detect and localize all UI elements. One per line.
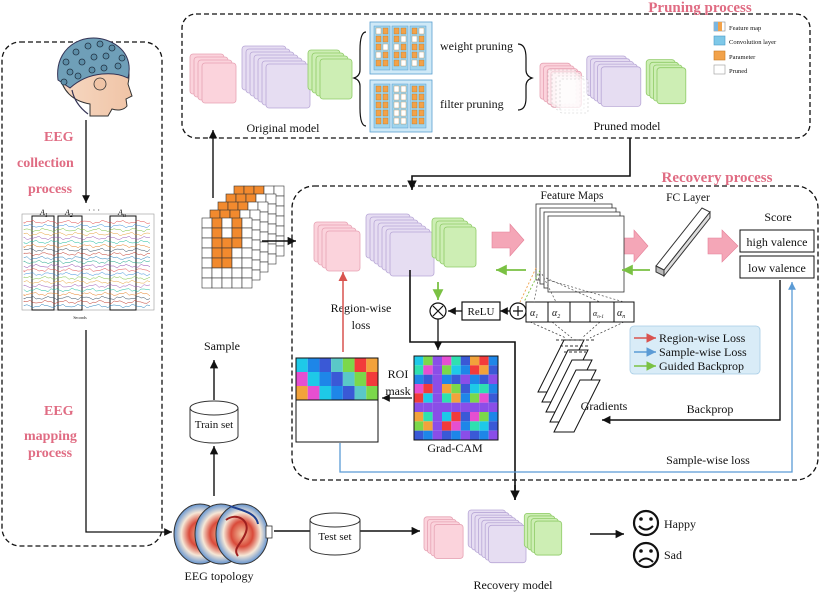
- low-valence-box: [739, 255, 815, 279]
- recovery-title: Recovery process: [662, 170, 773, 186]
- mapping-text-1: EEG: [44, 404, 74, 419]
- multiply-icon: [432, 305, 444, 317]
- feature-maps-label: Feature Maps: [541, 190, 604, 202]
- score-label: Score: [764, 210, 791, 224]
- gradients-stack: [537, 339, 601, 433]
- pink-arrow-1: [491, 223, 525, 257]
- sad-label: Sad: [664, 548, 682, 562]
- pruned-model-stack: [539, 55, 687, 114]
- recovery-inner-stack: [313, 213, 477, 277]
- collection-text-3: process: [28, 182, 73, 197]
- left-panel-frame: [1, 41, 163, 547]
- legend-pruned: Pruned: [729, 68, 748, 75]
- filter-pruning-box: [369, 79, 433, 133]
- weight-pruning-box: [369, 21, 433, 75]
- recovery-model-label: Recovery model: [474, 578, 554, 592]
- segment-an: An: [117, 208, 126, 219]
- region-loss-label-1: Region-wise: [331, 301, 392, 315]
- low-valence-label: low valence: [748, 261, 806, 275]
- main-flow-line: [409, 270, 516, 500]
- train-set-label: Train set: [195, 419, 233, 431]
- arrow-pruning-to-recovery: [407, 138, 631, 190]
- roi-label-1: ROI: [388, 367, 409, 381]
- alpha-to-gradient-dashed: [529, 321, 625, 339]
- xaxis-label: Seconds: [73, 315, 87, 320]
- high-valence-box: [739, 229, 815, 253]
- alpha-n-1: αn-1: [593, 309, 604, 320]
- train-set-cylinder: [189, 400, 239, 444]
- legend-region-loss: Region-wise Loss: [659, 331, 746, 345]
- fc-layer-bar: [655, 207, 711, 278]
- sample-wise-loss-arrow: [339, 282, 796, 473]
- loss-legend: Region-wise Loss Sample-wise Loss Guided…: [629, 325, 761, 375]
- original-model-label: Original model: [247, 121, 321, 135]
- pruning-panel-frame: [181, 13, 811, 139]
- original-model-stack: [189, 45, 353, 109]
- segment-a1: A1: [39, 208, 48, 219]
- pruning-legend: Feature map Convolution layer Parameter …: [713, 21, 777, 75]
- collection-text-2: collection: [17, 156, 74, 171]
- eeg-signal-plot: A1 A2 · · · An Seconds: [21, 206, 155, 320]
- pruned-model-label: Pruned model: [594, 119, 662, 133]
- sad-face-icon: [632, 541, 660, 569]
- feature-maps-stack: [535, 203, 625, 293]
- alpha-n: αn: [617, 308, 625, 320]
- recovery-panel-frame: [291, 185, 819, 481]
- roi-mask: [295, 357, 379, 443]
- recovery-model-stack: [423, 509, 563, 564]
- filter-pruning-label: filter pruning: [440, 97, 504, 111]
- plus-icon: [513, 306, 523, 316]
- roi-mask-blank: [295, 399, 379, 443]
- pink-arrow-3: [707, 229, 739, 263]
- orange-dashed: [519, 267, 537, 303]
- test-set-cylinder: [309, 512, 361, 556]
- region-loss-label-2: loss: [352, 318, 371, 332]
- eeg-topology-label: EEG topology: [185, 569, 254, 583]
- sample-label: Sample: [204, 339, 240, 353]
- segment-a2: A2: [64, 208, 73, 219]
- backprop-label: Backprop: [687, 402, 734, 416]
- grad-cam-label: Grad-CAM: [427, 441, 483, 455]
- mapping-text-2: mapping: [24, 429, 77, 444]
- test-set-label: Test set: [318, 531, 351, 543]
- right-brace: [517, 43, 534, 111]
- legend-parameter: Parameter: [729, 54, 756, 61]
- high-valence-label: high valence: [747, 235, 808, 249]
- roi-label-2: mask: [385, 384, 410, 398]
- legend-sample-loss: Sample-wise Loss: [659, 345, 747, 359]
- segment-dots: · · ·: [88, 206, 100, 215]
- happy-face-icon: [632, 509, 660, 537]
- eeg-topology-maps: [173, 503, 273, 565]
- sample-cube: [201, 185, 285, 289]
- happy-label: Happy: [664, 517, 696, 531]
- fc-layer-label: FC Layer: [666, 192, 710, 204]
- green-dashed: [523, 269, 541, 303]
- gradients-label: Gradients: [581, 399, 628, 413]
- mapping-text-3: process: [28, 446, 73, 461]
- arrow-signal-to-topology: [85, 330, 172, 536]
- grad-cam-map: [413, 355, 499, 441]
- alpha-1: α1: [530, 308, 538, 320]
- sample-wise-loss-label: Sample-wise loss: [666, 453, 750, 467]
- legend-feature-map: Feature map: [729, 25, 761, 32]
- backprop-arrow: [602, 280, 781, 425]
- collection-text-1: EEG: [44, 130, 74, 145]
- alpha-2: α2: [552, 308, 560, 320]
- weight-pruning-label: weight pruning: [440, 39, 513, 53]
- fm-to-alpha-dashed: [533, 269, 625, 303]
- legend-guided-backprop: Guided Backprop: [659, 359, 744, 373]
- legend-conv-layer: Convolution layer: [729, 39, 777, 46]
- left-brace: [352, 31, 367, 127]
- relu-label: ReLU: [468, 306, 495, 318]
- eeg-head-icon: [57, 37, 133, 117]
- pruning-title: Pruning process: [648, 0, 752, 16]
